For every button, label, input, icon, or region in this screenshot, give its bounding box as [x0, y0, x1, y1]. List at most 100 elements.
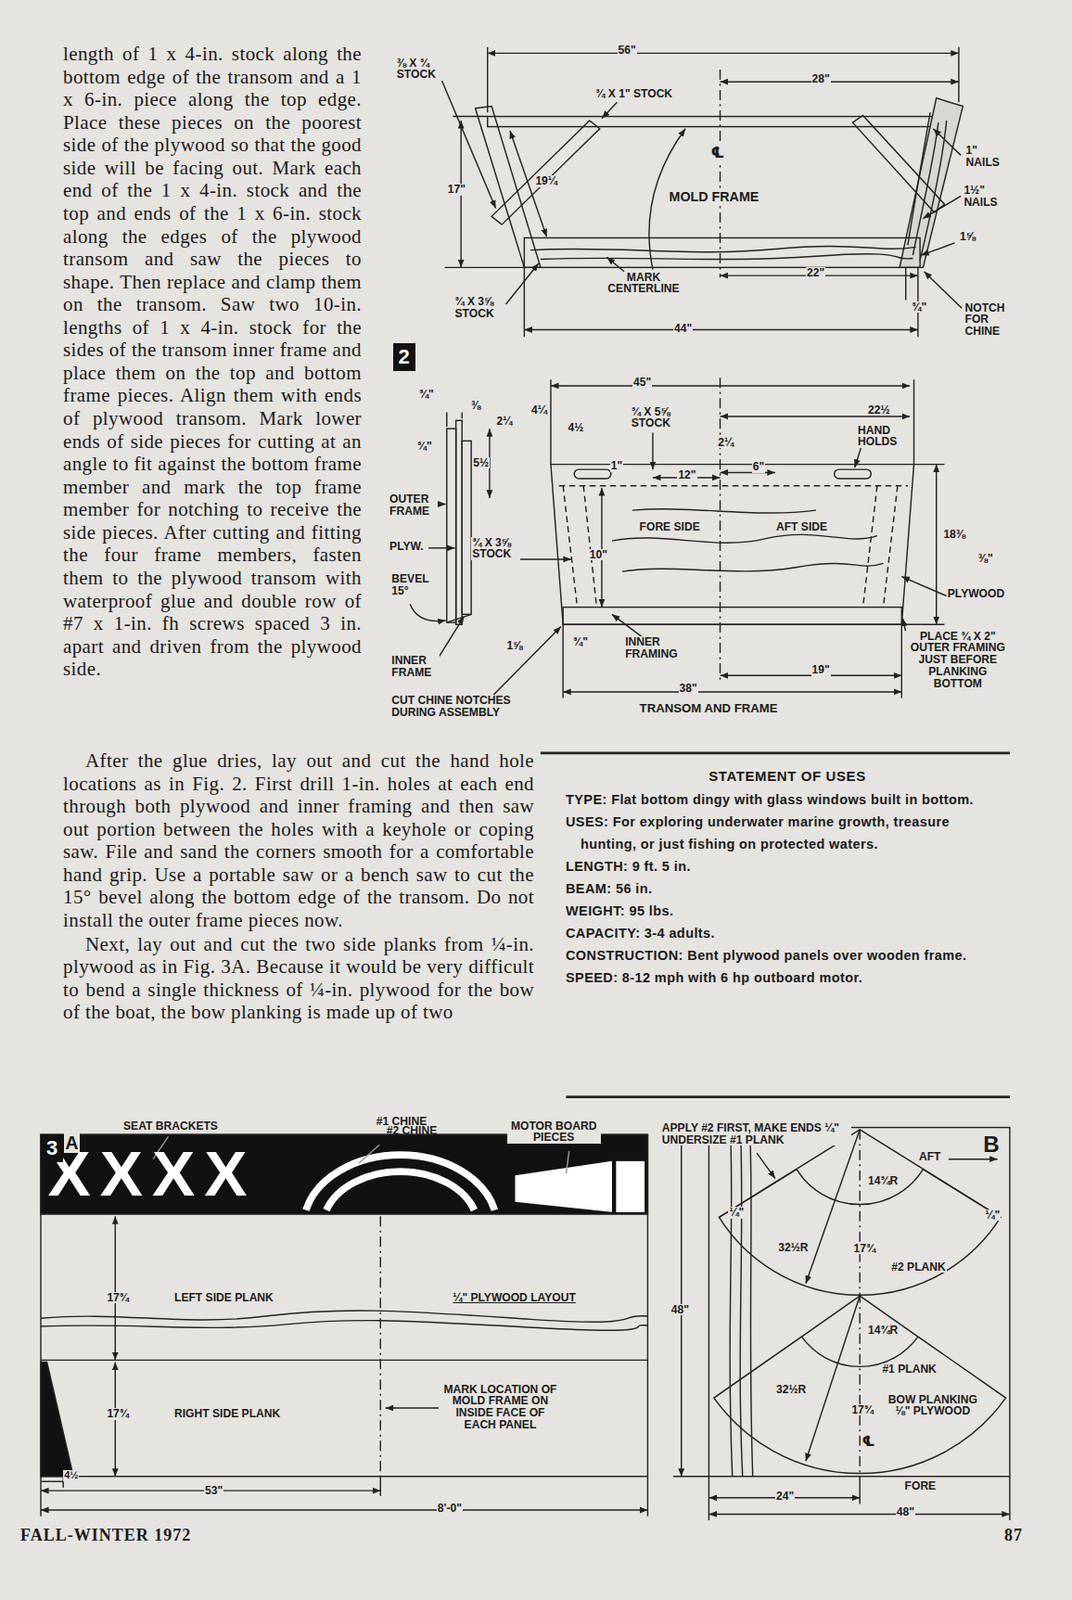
statement-item: CONSTRUCTION: Bent plywood panels over w… — [565, 944, 1009, 967]
figure-label: 4¼ — [530, 404, 549, 417]
figure-label: 32½R — [775, 1383, 807, 1396]
figure-label: 6" — [752, 460, 766, 473]
body-text: Next, lay out and cut the two side plank… — [63, 932, 535, 1024]
figure-label: 24" — [775, 1490, 795, 1503]
figure-label: ¾" — [416, 440, 434, 453]
figure-label: APPLY #2 FIRST, MAKE ENDS ¼" UNDERSIZE #… — [661, 1122, 853, 1146]
figure-label: RIGHT SIDE PLANK — [173, 1407, 281, 1420]
figure-label: ℄ — [860, 1433, 876, 1449]
figure-label: 12" — [676, 469, 697, 482]
figure-label: MARK LOCATION OF MOLD FRAME ON INSIDE FA… — [440, 1383, 561, 1431]
figure-label: ¼" — [727, 1206, 745, 1219]
figure-label: 17¾ — [853, 1242, 878, 1255]
figure-label: ⅜ — [470, 399, 482, 412]
figure-label: TRANSOM AND FRAME — [638, 701, 779, 715]
figure-label: 19¼ — [534, 175, 559, 188]
figure-label: AFT — [918, 1150, 943, 1163]
figure-label: 1½" NAILS — [962, 184, 1009, 208]
figure-label: 2¼ — [496, 415, 514, 428]
figure-label: BEVEL 15° — [390, 573, 442, 597]
figure-label: HAND HOLDS — [856, 424, 904, 448]
figure-number-box: 3 — [40, 1134, 64, 1162]
figure-label: 17¾ — [850, 1403, 875, 1417]
page-number: 87 — [1004, 1525, 1023, 1545]
figure-label: 53" — [204, 1484, 224, 1497]
figure-label: 4½ — [567, 421, 586, 434]
figure-label: 2¼ — [716, 436, 735, 449]
figure-label: PLACE ¾ X 2" OUTER FRAMING JUST BEFORE P… — [903, 630, 1014, 690]
figure-label: ¾" — [418, 388, 435, 401]
figure-label: SEAT BRACKETS — [122, 1120, 219, 1133]
figure-label: ¾" — [572, 636, 589, 649]
figure-label: 56" — [617, 44, 638, 57]
statement-item: USES: For exploring underwater marine gr… — [565, 810, 1009, 856]
figure-label: 22½ — [867, 404, 892, 417]
figure-label: 8'-0" — [436, 1502, 463, 1515]
figure-label: ¼" — [984, 1209, 1002, 1222]
figure-number: 2 — [397, 344, 409, 370]
figure-label: ℄ — [710, 144, 727, 161]
figure-label: MOLD FRAME — [668, 190, 761, 205]
figure-label: ¾" — [910, 301, 928, 314]
figure-label: PLYWOOD — [946, 587, 1006, 600]
figure-label: ¾ X 5⅝ STOCK — [630, 406, 680, 430]
figure-label: 1⅝ — [506, 639, 524, 652]
figure-label: FORE SIDE — [638, 521, 702, 534]
figure-label: 10" — [588, 548, 609, 562]
figure-label: 18⅜ — [942, 528, 967, 541]
figure-label: MOTOR BOARD PIECES — [507, 1120, 601, 1144]
figure-label: ⅜ X ¾ STOCK — [395, 57, 446, 81]
figure-label: FORE — [904, 1480, 938, 1493]
figure-label: 48" — [670, 1303, 690, 1316]
figure-label: ¾ X 3⅝ STOCK — [454, 295, 504, 320]
figure-label: 48" — [895, 1505, 916, 1519]
statement-item: TYPE: Flat bottom dingy with glass windo… — [565, 788, 1009, 811]
figure-label: INNER FRAMING — [624, 636, 684, 660]
figure-label: ¾ X 1" STOCK — [594, 88, 674, 101]
figure-label: 5½ — [472, 457, 490, 470]
figure-label: 1" — [610, 459, 624, 473]
page-footer: FALL-WINTER 1972 — [20, 1525, 192, 1545]
figure-label: INNER FRAME — [390, 654, 440, 678]
statement-item: SPEED: 8-12 mph with 6 hp outboard motor… — [565, 966, 1009, 989]
body-text: After the glue dries, lay out and cut th… — [63, 749, 535, 932]
figure-label: #1 PLANK — [880, 1363, 937, 1376]
statement-item: CAPACITY: 3-4 adults. — [565, 921, 1009, 945]
statement-of-uses: STATEMENT OF USESTYPE: Flat bottom dingy… — [565, 764, 1009, 989]
figure-label: MARK CENTERLINE — [601, 271, 686, 295]
figure-label: 14¾R — [867, 1174, 899, 1187]
figure-label: 1⅝ — [958, 230, 977, 243]
figure-label: 38" — [678, 682, 699, 695]
figure-label: CUT CHINE NOTCHES DURING ASSEMBLY — [390, 694, 525, 718]
figure-label: 22" — [805, 267, 826, 280]
figure-label: NOTCH FOR CHINE — [964, 302, 1014, 338]
figure-label: 28" — [811, 73, 831, 86]
figure-label: 17¾ — [105, 1407, 130, 1420]
figure-label: 17" — [446, 183, 467, 196]
figure-label: 1" NAILS — [965, 144, 1009, 168]
figure-number: 3 — [46, 1135, 58, 1161]
figure-label: BOW PLANKING ⅛" PLYWOOD — [883, 1393, 983, 1417]
figure-label: ¾ X 3⅝ STOCK — [471, 536, 521, 561]
statement-item: BEAM: 56 in. — [565, 877, 1009, 900]
figure-label: OUTER FRAME — [388, 493, 438, 517]
figure-label: #2 PLANK — [890, 1261, 946, 1274]
figure-label: 17¾ — [105, 1291, 130, 1304]
figure-number-box: 2 — [393, 343, 416, 371]
figure-label: 19" — [811, 663, 831, 677]
figure-label: 4½ — [63, 1469, 79, 1481]
statement-title: STATEMENT OF USES — [565, 764, 1009, 789]
statement-item: WEIGHT: 95 lbs. — [565, 899, 1009, 922]
figure-label: 44" — [673, 322, 693, 335]
figure-label: 32½R — [777, 1241, 809, 1254]
figure-label: ⅜" — [977, 552, 995, 565]
figure-label: ¼" PLYWOOD LAYOUT — [451, 1291, 577, 1304]
figure-label: LEFT SIDE PLANK — [173, 1291, 275, 1304]
statement-item: LENGTH: 9 ft. 5 in. — [565, 855, 1009, 878]
body-text: length of 1 x 4-in. stock along the bott… — [63, 42, 362, 681]
figure-label: 45" — [632, 376, 652, 389]
figure-label: AFT SIDE — [775, 521, 829, 534]
figure-label: B — [982, 1132, 1000, 1156]
figure-label: #2 CHINE — [385, 1124, 438, 1137]
